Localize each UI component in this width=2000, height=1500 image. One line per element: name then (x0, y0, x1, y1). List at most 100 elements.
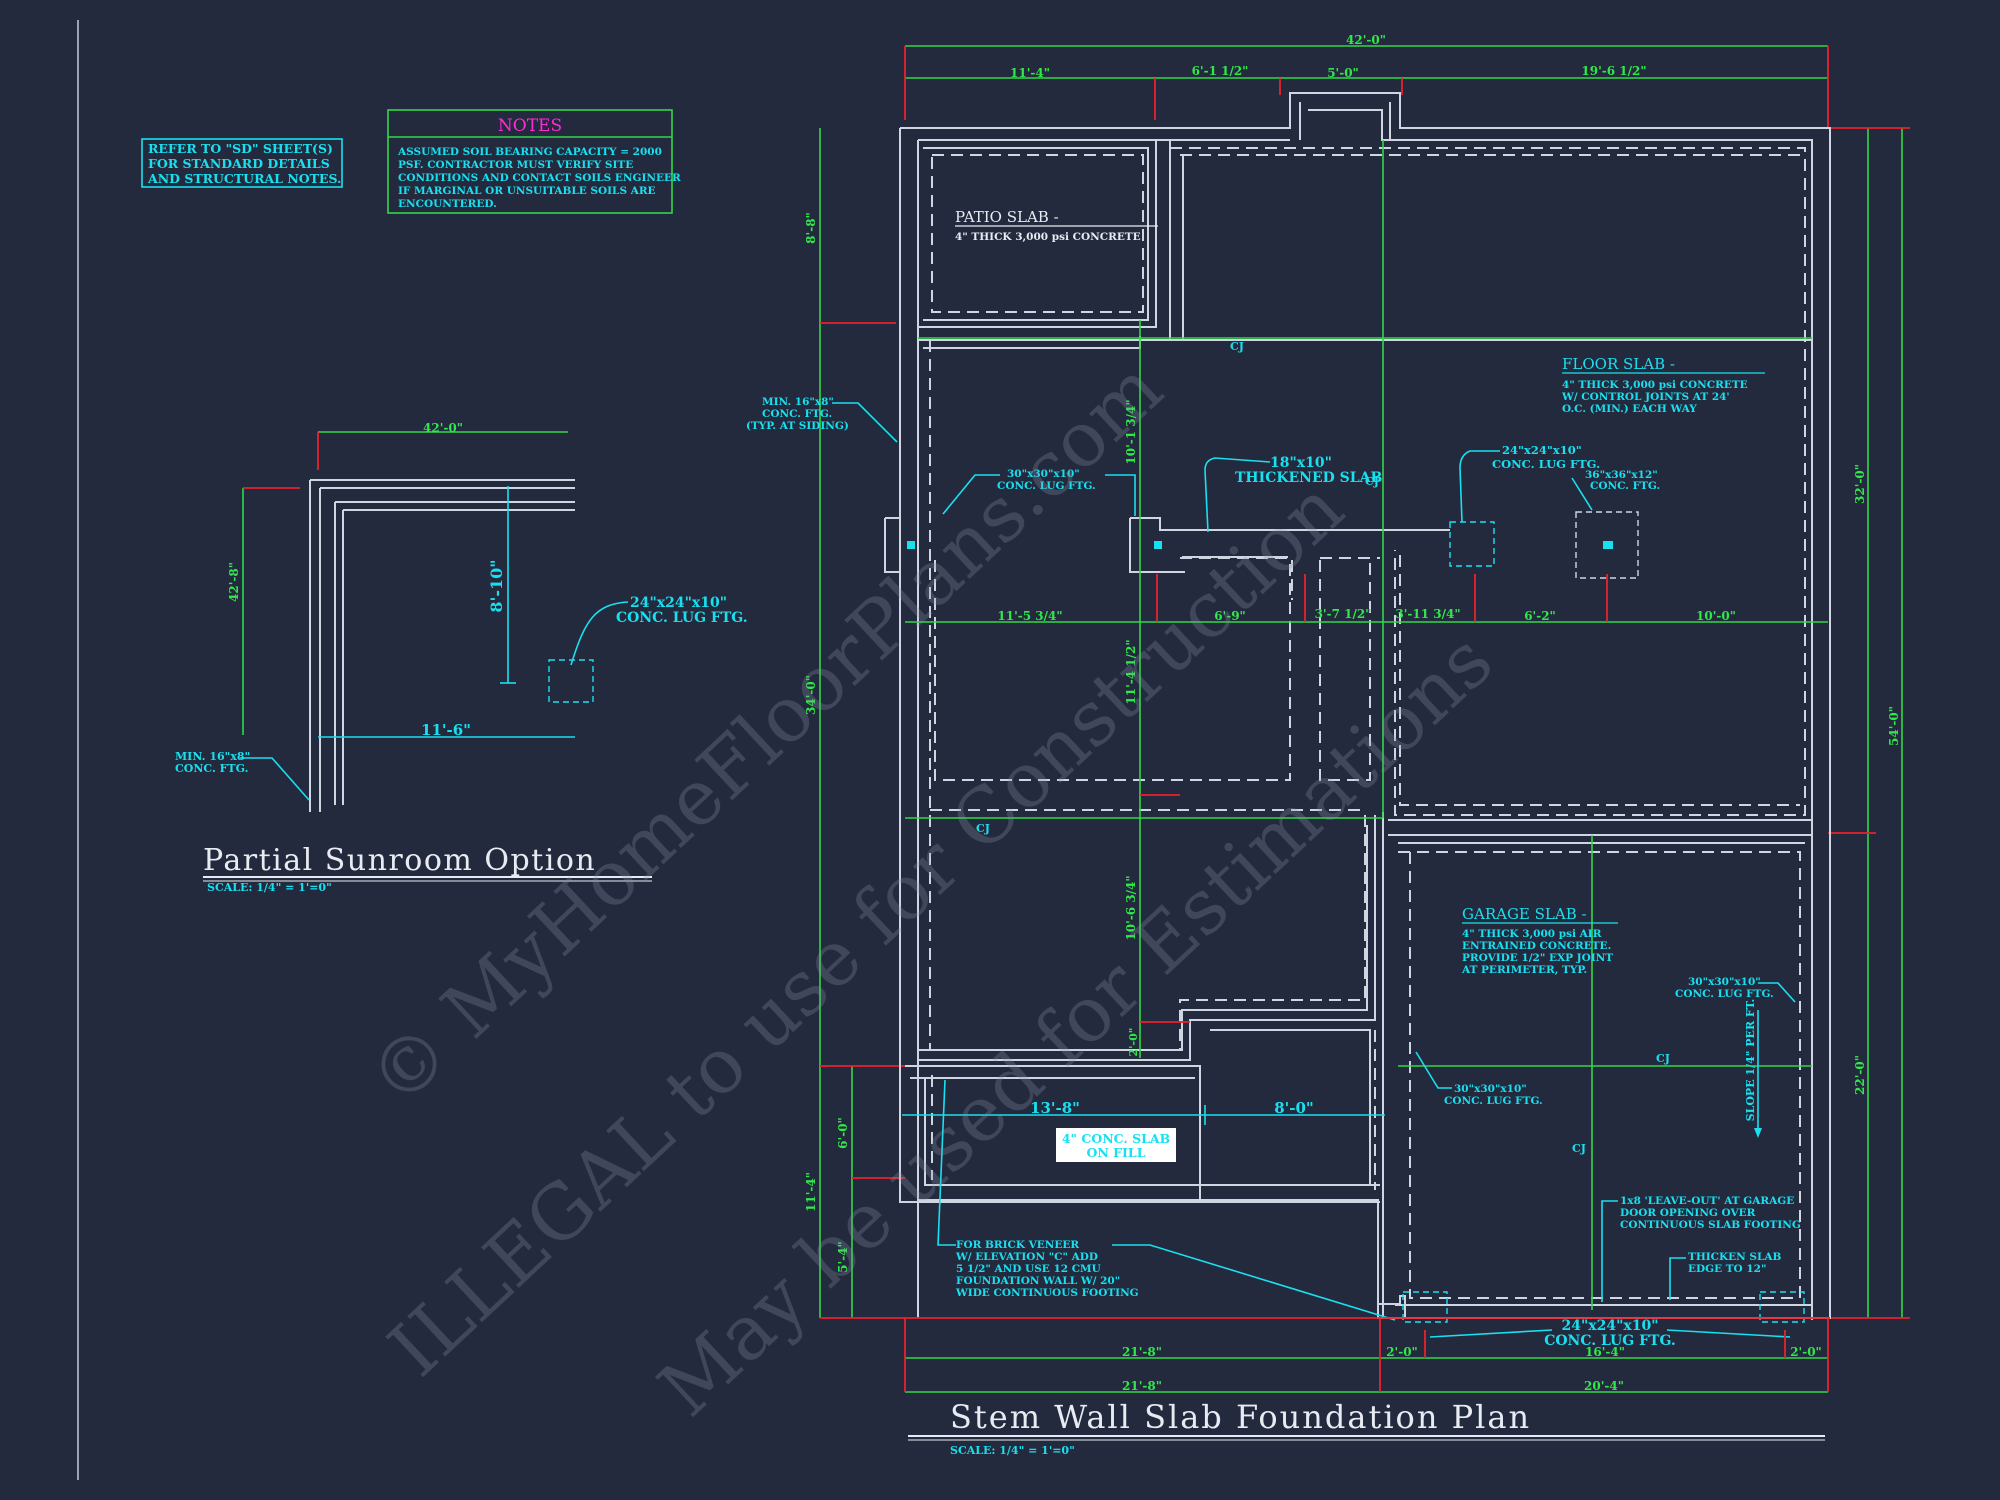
dims-right: 32'-0" 54'-0" 22'-0" (1828, 127, 1910, 1319)
porch-dim-a: 13'-8" (1030, 1099, 1080, 1117)
sunroom-ftg-label-2: CONC. FTG. (175, 762, 248, 775)
garage-note-4: AT PERIMETER, TYP. (1461, 964, 1587, 976)
dim-mid-v2: 11'-4 1/2" (1124, 639, 1138, 704)
siding-ftg-label-3: (TYP. AT SIDING) (746, 420, 849, 432)
ftg36-label-2: CONC. FTG. (1590, 480, 1660, 492)
floor-slab-title: FLOOR SLAB - (1562, 355, 1675, 373)
patio-slab-title: PATIO SLAB - (955, 208, 1059, 226)
garage-lug30a-2: CONC. LUG FTG. (1675, 988, 1774, 1000)
watermark: © MyHomeFloorPlans.com ILLEGAL to use fo… (352, 343, 1510, 1433)
dim-left-c: 11'-4" (804, 1172, 818, 1212)
dim-mid-a: 11'-5 3/4" (997, 609, 1062, 623)
brick-note-5: WIDE CONTINUOUS FOOTING (955, 1287, 1139, 1299)
notes-title: NOTES (498, 116, 562, 136)
dim-right-b: 54'-0" (1887, 706, 1901, 746)
brick-note-3: 5 1/2" AND USE 12 CMU (956, 1263, 1101, 1275)
dims-left: 8'-8" 34'-0" 11'-4" 6'-0" 5'-4" (804, 128, 905, 1319)
cj-label-1: CJ (1230, 340, 1244, 353)
notes-line-1: ASSUMED SOIL BEARING CAPACITY = 2000 (397, 146, 662, 158)
sunroom-ftg-label-1: MIN. 16"x8" (175, 750, 250, 763)
dim-top-d: 19'-6 1/2" (1581, 64, 1646, 78)
dim-top-c: 5'-0" (1327, 66, 1359, 80)
thicken-edge-1: THICKEN SLAB (1688, 1251, 1781, 1263)
notes-line-2: PSF. CONTRACTOR MUST VERIFY SITE (398, 159, 633, 171)
bottom-lug-right (1759, 1291, 1805, 1323)
notes-box: NOTES ASSUMED SOIL BEARING CAPACITY = 20… (387, 109, 681, 214)
garage-note-2: ENTRAINED CONCRETE. (1462, 940, 1611, 952)
column-marker-2 (1154, 541, 1162, 549)
garage-slab-title: GARAGE SLAB - (1462, 905, 1587, 923)
ftg36-footing (1575, 511, 1639, 579)
porch-slab-box (1056, 1128, 1176, 1162)
plan-scale: SCALE: 1/4" = 1'=0" (950, 1444, 1075, 1457)
dim-mid-v1: 10'-1 3/4" (1124, 399, 1138, 464)
cj-label-3: CJ (1365, 475, 1379, 488)
thick-slab-label-2: THICKENED SLAB (1235, 470, 1382, 486)
garage-lug30b-2: CONC. LUG FTG. (1444, 1095, 1543, 1107)
bottom-lug-2: CONC. LUG FTG. (1544, 1333, 1676, 1349)
sunroom-dim-vert: 8'-10" (487, 559, 506, 612)
column-marker-3 (1603, 541, 1613, 549)
porch-dim-b: 8'-0" (1274, 1099, 1314, 1117)
leave-out-3: CONTINUOUS SLAB FOOTING (1620, 1219, 1801, 1231)
notes-line-4: IF MARGINAL OR UNSUITABLE SOILS ARE (398, 185, 656, 197)
porch-area: 13'-8" 8'-0" 4" CONC. SLAB ON FILL (902, 1099, 1385, 1162)
dim-bottom-f: 20'-4" (1584, 1379, 1624, 1393)
dim-left-b: 34'-0" (804, 675, 818, 715)
dim-top-b: 6'-1 1/2" (1192, 64, 1249, 78)
plan-title: Stem Wall Slab Foundation Plan (950, 1398, 1531, 1436)
brick-note-4: FOUNDATION WALL W/ 20" (956, 1275, 1120, 1287)
bottom-lug-1: 24"x24"x10" (1561, 1318, 1658, 1334)
dim-mid-b: 6'-9" (1214, 609, 1246, 623)
sunroom-title: Partial Sunroom Option (203, 843, 596, 878)
dim-mid-v3: 10'-6 3/4" (1124, 875, 1138, 940)
cj-label-4: CJ (1656, 1052, 1670, 1065)
dim-top-overall: 42'-0" (1346, 33, 1386, 47)
dim-mid-f: 10'-0" (1696, 609, 1736, 623)
dim-bottom-a: 21'-8" (1122, 1345, 1162, 1359)
lug30-label-2: CONC. LUG FTG. (997, 480, 1096, 492)
notes-line-5: ENCOUNTERED. (398, 198, 497, 210)
dim-bottom-c: 16'-4" (1585, 1345, 1625, 1359)
sunroom-lug-label-2: CONC. LUG FTG. (616, 610, 748, 626)
sunroom-lug-footing (548, 659, 594, 703)
cj-label-5: CJ (1572, 1142, 1586, 1155)
garage-note-3: PROVIDE 1/2" EXP JOINT (1462, 952, 1613, 964)
sunroom-dim-left: 42'-8" (227, 562, 241, 602)
dim-mid-e: 6'-2" (1524, 609, 1556, 623)
dim-top-a: 11'-4" (1010, 66, 1050, 80)
dim-bottom-d: 2'-0" (1790, 1345, 1822, 1359)
notes-line-3: CONDITIONS AND CONTACT SOILS ENGINEER (398, 172, 681, 184)
cj-label-2: CJ (976, 822, 990, 835)
refer-line-2: FOR STANDARD DETAILS (148, 156, 330, 171)
sunroom-scale: SCALE: 1/4" = 1'=0" (207, 881, 332, 894)
floor-slab-note-1: 4" THICK 3,000 psi CONCRETE (1562, 379, 1748, 391)
ftg36-label-1: 36"x36"x12" (1585, 469, 1658, 481)
sunroom-dim-horiz: 11'-6" (421, 721, 471, 739)
porch-slab-2: ON FILL (1087, 1145, 1146, 1160)
dim-left-e: 5'-4" (836, 1241, 850, 1273)
dim-mid-c: 3'-7 1/2" (1315, 607, 1372, 621)
lug24-label-1: 24"x24"x10" (1502, 443, 1582, 457)
sunroom-dim-top: 42'-0" (423, 421, 463, 435)
siding-ftg-label-1: MIN. 16"x8" (762, 396, 834, 408)
foundation-plan: 42'-0" 11'-4" 6'-1 1/2" 5'-0" 19'-6 1/2"… (746, 33, 1910, 1457)
dim-left-a: 8'-8" (804, 212, 818, 244)
sunroom-option-detail: 42'-0" 42'-8" 8'-10" 11'-6" 24"x24"x10" … (175, 421, 748, 894)
dim-left-d: 6'-0" (836, 1117, 850, 1149)
dim-bottom-e: 21'-8" (1122, 1379, 1162, 1393)
control-joints (905, 140, 1828, 1310)
siding-ftg-label-2: CONC. FTG. (762, 408, 832, 420)
refer-box: REFER TO "SD" SHEET(S) FOR STANDARD DETA… (141, 138, 343, 188)
column-marker-1 (907, 541, 915, 549)
lug24-label-2: CONC. LUG FTG. (1492, 457, 1600, 471)
dim-right-c: 22'-0" (1853, 1055, 1867, 1095)
dim-right-a: 32'-0" (1853, 464, 1867, 504)
dim-bottom-b: 2'-0" (1386, 1345, 1418, 1359)
bottom-lug-left (1402, 1291, 1448, 1323)
refer-line-3: AND STRUCTURAL NOTES. (147, 171, 341, 186)
garage-slope: SLOPE 1/4" PER FT. (1744, 999, 1757, 1122)
garage-lug30b-1: 30"x30"x10" (1454, 1083, 1527, 1095)
sunroom-lug-label-1: 24"x24"x10" (630, 595, 727, 611)
